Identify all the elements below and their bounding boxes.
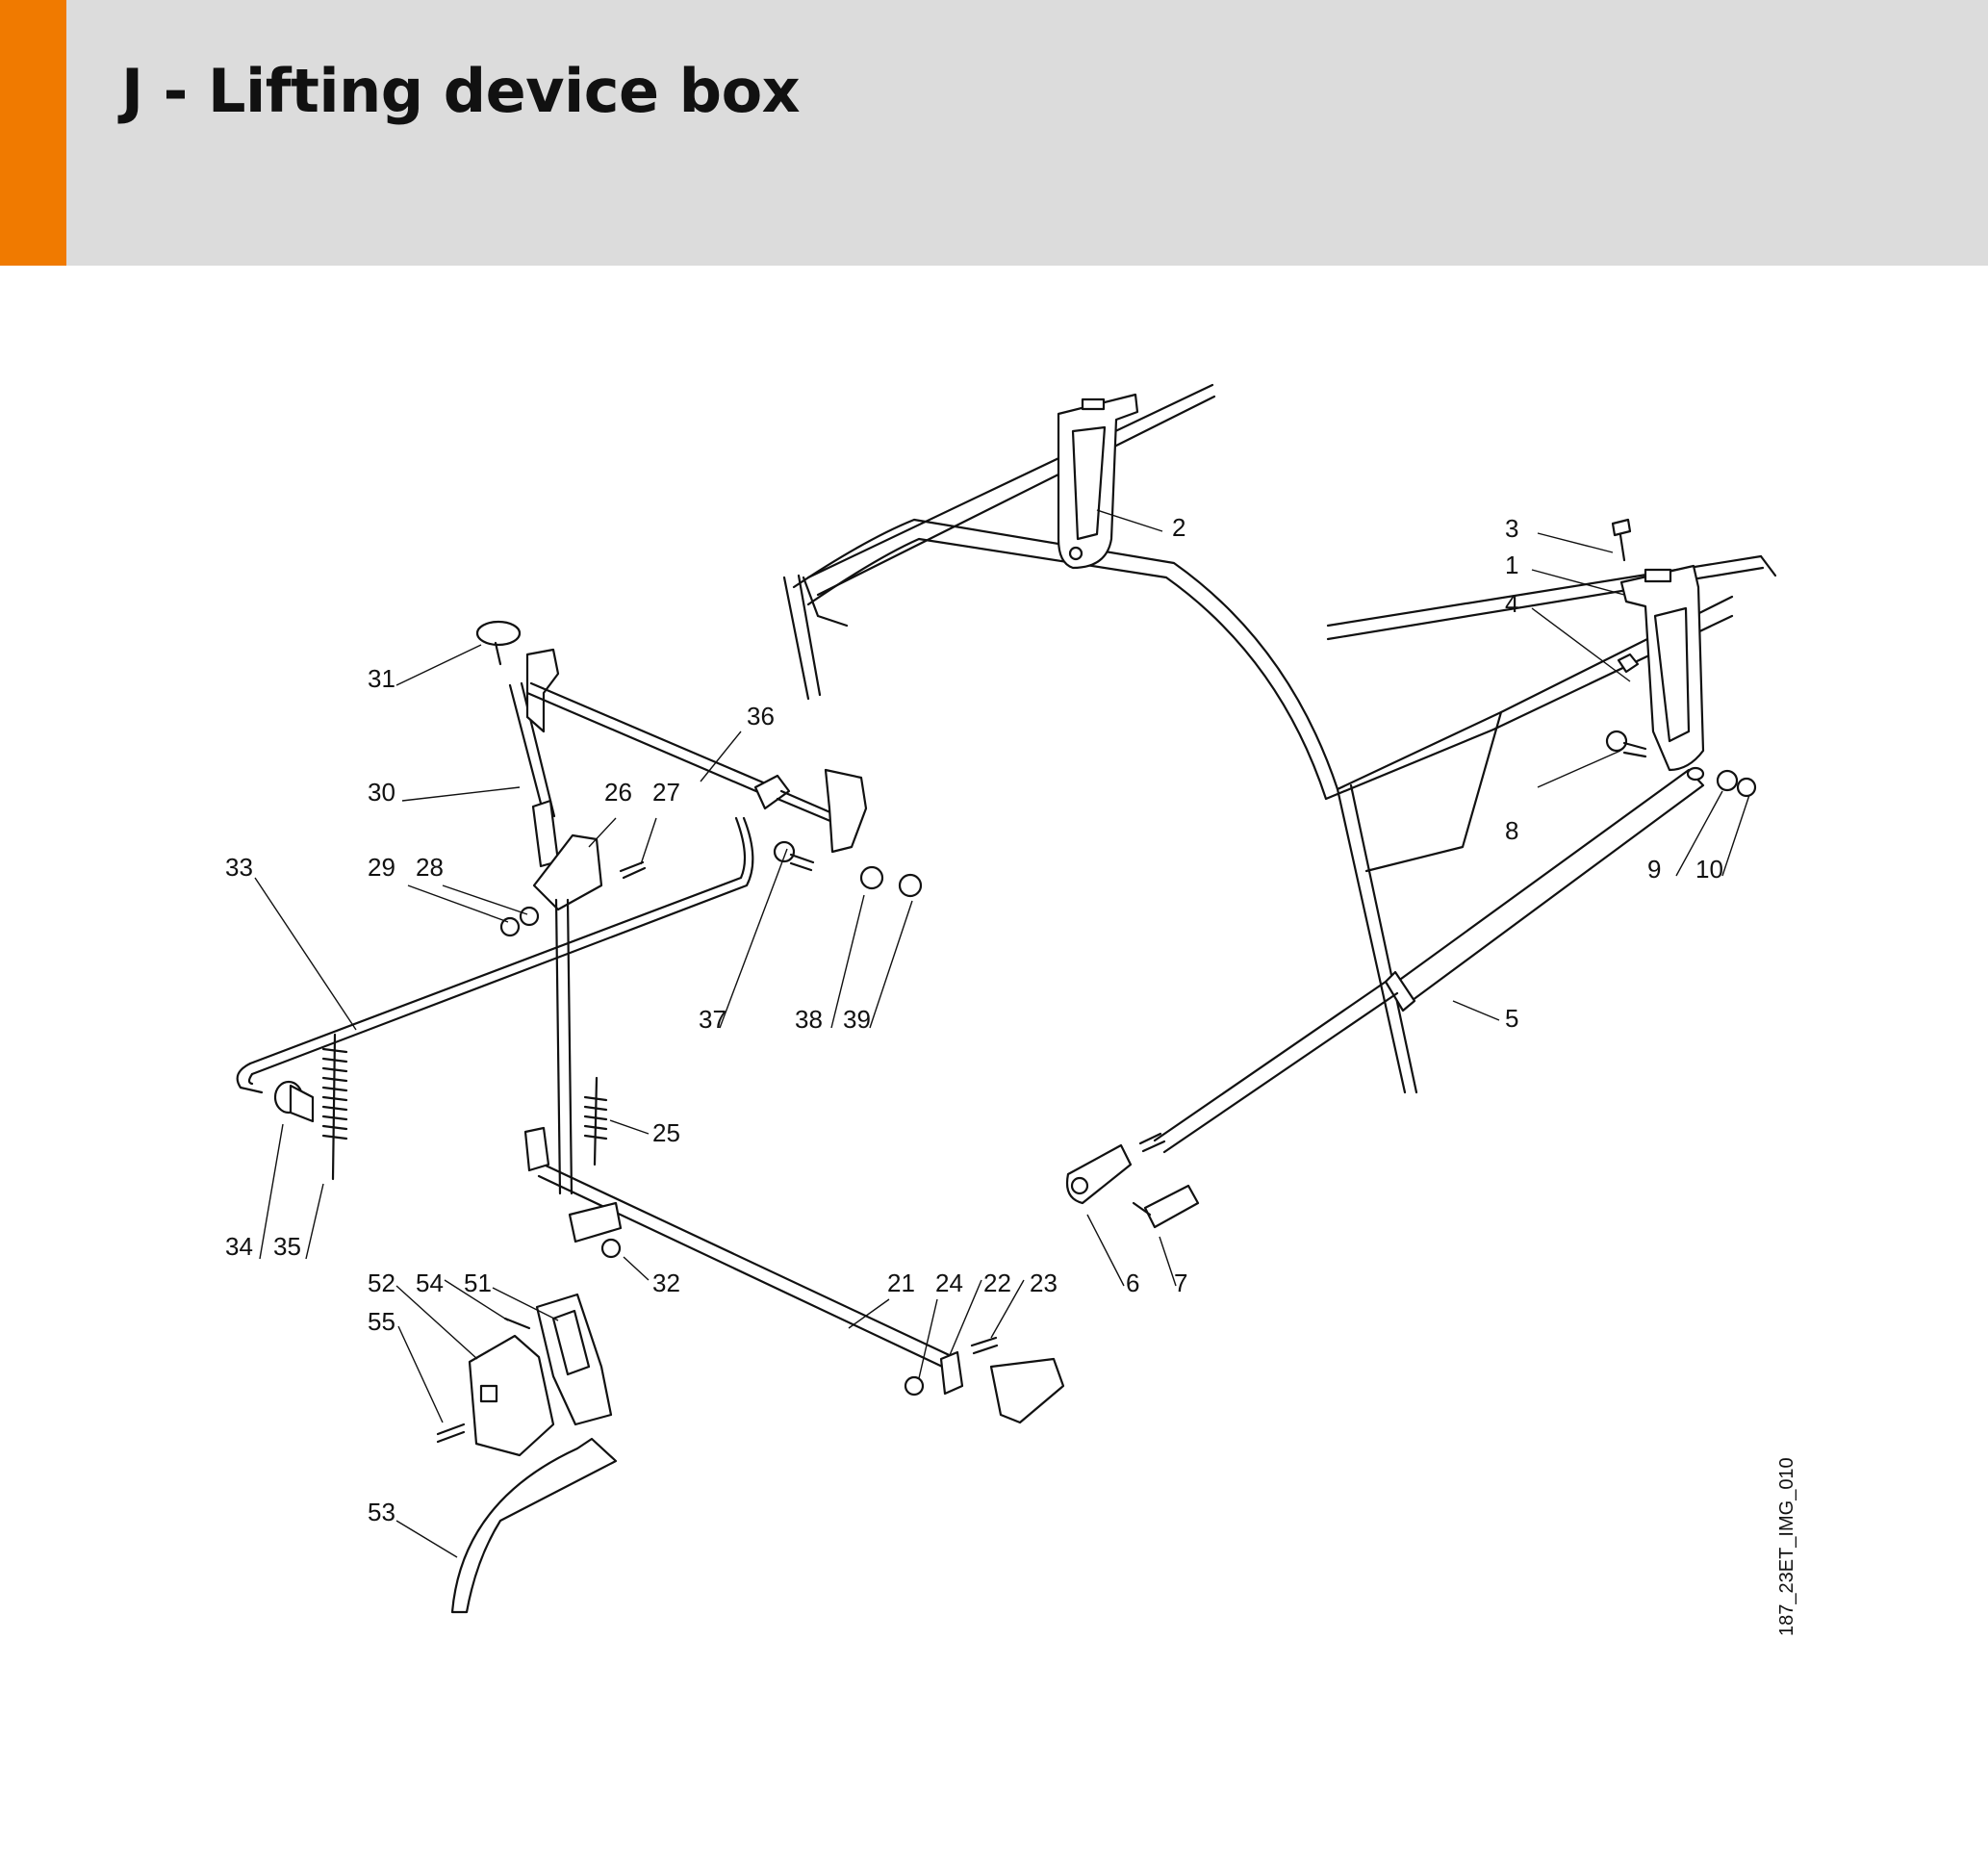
callout-37: 37: [699, 1005, 726, 1034]
callout-34: 34: [225, 1232, 253, 1261]
callout-27: 27: [652, 778, 680, 807]
callout-24: 24: [935, 1269, 963, 1297]
callout-3: 3: [1505, 514, 1518, 543]
callout-labels: 2 3 1 4 8 9 10 5 6 7 31 36 30 26 27 33 2…: [225, 513, 1723, 1526]
part-22-clamp: [939, 1350, 964, 1396]
part-4-nut: [1617, 653, 1640, 674]
part-23-screw: [970, 1336, 999, 1355]
part-1-bracket: [1619, 564, 1705, 772]
part-29-nut: [499, 916, 521, 937]
callout-39: 39: [843, 1005, 871, 1034]
callout-54: 54: [416, 1269, 444, 1297]
accent-bar: [0, 0, 66, 266]
callout-9: 9: [1647, 855, 1661, 884]
part-2-bracket: [1057, 393, 1139, 570]
part-51-bracket: [535, 1293, 613, 1426]
vertical-link-rod: [554, 898, 573, 1195]
callout-22: 22: [983, 1269, 1011, 1297]
part-10-nut: [1736, 777, 1757, 798]
part-33-rod: [236, 816, 754, 1094]
callout-31: 31: [368, 664, 395, 693]
part-6-clevis: [1065, 1143, 1133, 1205]
callout-33: 33: [225, 853, 253, 882]
part-54-pin: [503, 1317, 531, 1330]
part-5-strut: [1138, 766, 1705, 1154]
callout-30: 30: [368, 778, 395, 807]
callout-7: 7: [1174, 1269, 1187, 1297]
part-37-bolt: [773, 840, 815, 872]
callout-10: 10: [1695, 855, 1723, 884]
callout-6: 6: [1126, 1269, 1139, 1297]
callout-32: 32: [652, 1269, 680, 1297]
callout-26: 26: [604, 778, 632, 807]
callout-28: 28: [416, 853, 444, 882]
header-band: [0, 0, 1988, 266]
part-55-screw: [436, 1422, 466, 1444]
part-27-bolt: [619, 860, 647, 880]
callout-8: 8: [1505, 816, 1518, 845]
callout-35: 35: [273, 1232, 301, 1261]
callout-38: 38: [795, 1005, 823, 1034]
part-38-washer: [859, 865, 884, 890]
image-reference-code: 187_23ET_IMG_010: [1776, 1457, 1797, 1636]
callout-25: 25: [652, 1118, 680, 1147]
part-8-bolt: [1605, 730, 1647, 758]
part-26-bracket: [532, 833, 603, 911]
part-53-pedal: [450, 1437, 618, 1614]
callout-53: 53: [368, 1498, 395, 1526]
part-31-knob: [475, 620, 522, 666]
part-21-shaft: [523, 1126, 1065, 1424]
part-7-pin: [1132, 1184, 1200, 1229]
part-3-bolt: [1611, 518, 1632, 562]
callout-51: 51: [464, 1269, 492, 1297]
part-30-rod: [508, 648, 560, 868]
page-title: J - Lifting device box: [121, 56, 801, 126]
callout-23: 23: [1030, 1269, 1058, 1297]
part-28-washer: [519, 906, 540, 927]
callout-29: 29: [368, 853, 395, 882]
callout-5: 5: [1505, 1004, 1518, 1033]
callout-36: 36: [747, 702, 775, 730]
part-36-rod: [525, 681, 868, 854]
callout-55: 55: [368, 1307, 395, 1336]
part-25-spring: [583, 1076, 608, 1166]
callout-21: 21: [887, 1269, 915, 1297]
part-52-housing: [468, 1334, 555, 1457]
part-39-nut: [898, 873, 923, 898]
callout-52: 52: [368, 1269, 395, 1297]
part-34-retainer: [273, 1080, 315, 1123]
part-32-nut: [600, 1238, 622, 1259]
leader-lines: [254, 509, 1750, 1558]
part-24-nut: [904, 1375, 925, 1397]
callout-1: 1: [1505, 551, 1518, 579]
part-35-spring: [321, 1033, 348, 1181]
part-9-washer: [1716, 769, 1739, 792]
callout-2: 2: [1172, 513, 1185, 542]
callout-4: 4: [1505, 589, 1518, 618]
